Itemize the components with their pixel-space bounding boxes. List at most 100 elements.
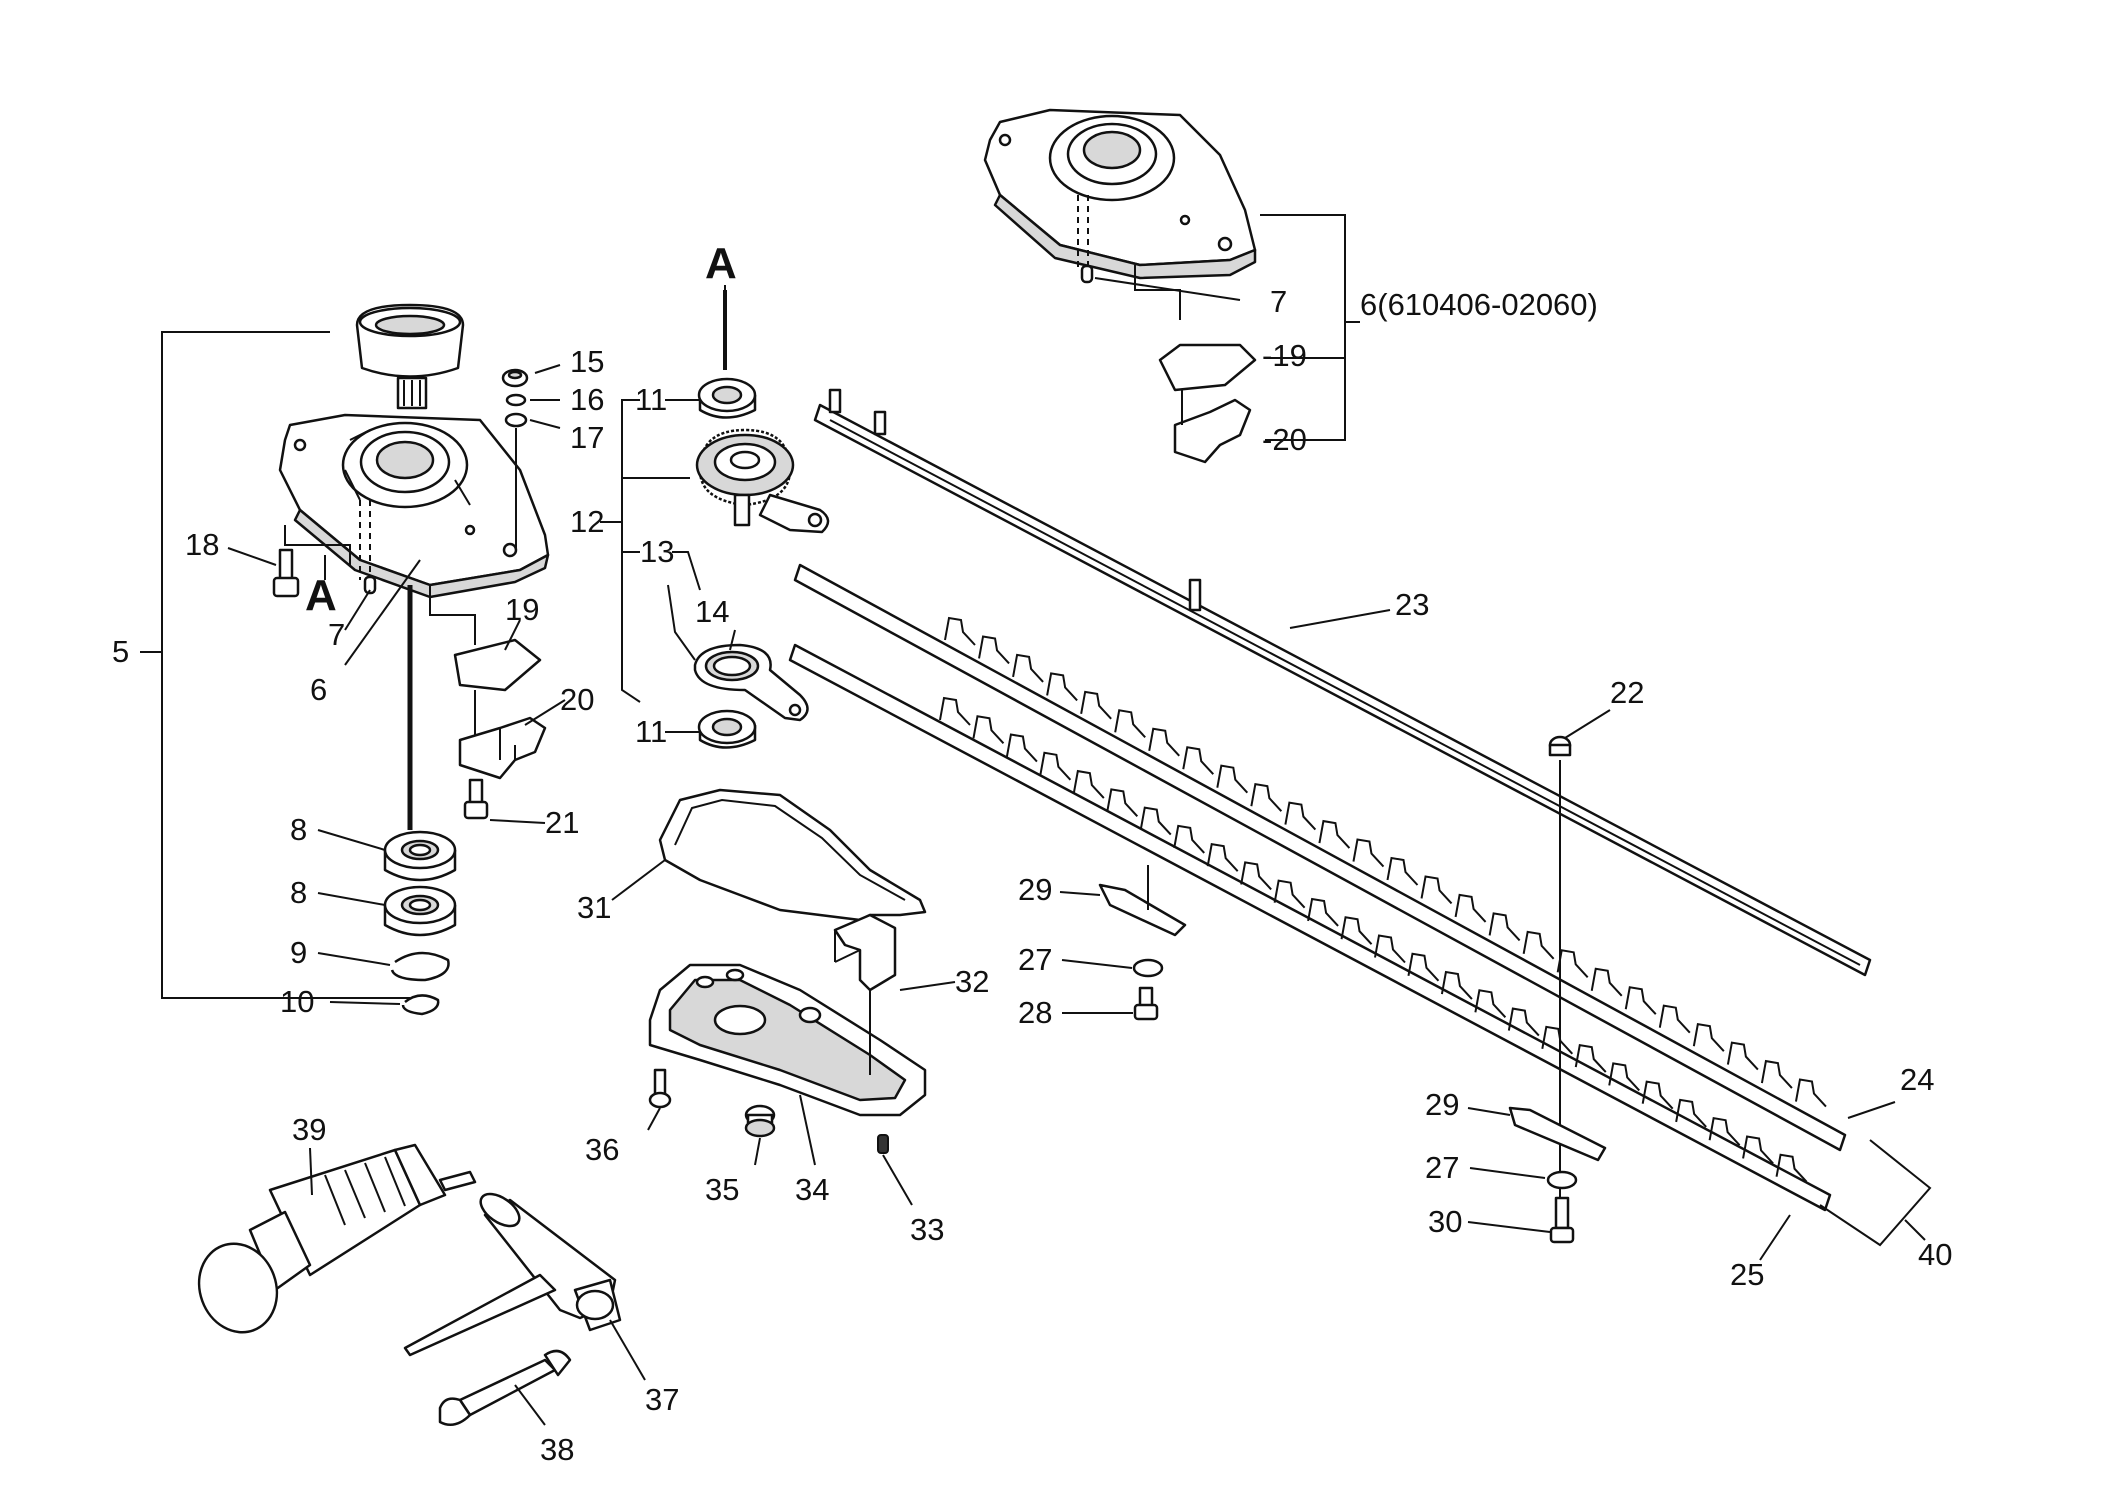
callout-17: 17 bbox=[570, 420, 604, 455]
callout-19b: -19 bbox=[1262, 338, 1307, 373]
blade-tooth bbox=[1386, 856, 1419, 886]
blade-tooth bbox=[1005, 733, 1038, 763]
blade-tooth bbox=[1675, 1098, 1707, 1128]
callout-8b: 8 bbox=[290, 875, 307, 910]
bracket-20-right bbox=[1173, 398, 1252, 464]
blade-tooth bbox=[1658, 1004, 1691, 1034]
plate-19 bbox=[453, 638, 542, 692]
callout-10: 10 bbox=[280, 984, 314, 1019]
connecting-rod-14 bbox=[693, 643, 809, 722]
callout-27a: 27 bbox=[1018, 942, 1052, 977]
callout-12: 12 bbox=[570, 504, 604, 539]
callout-38: 38 bbox=[540, 1432, 574, 1467]
washer-27b bbox=[1546, 1170, 1578, 1190]
blade-tooth bbox=[1012, 653, 1044, 683]
callout-15: 15 bbox=[570, 344, 604, 379]
callout-27b: 27 bbox=[1425, 1150, 1459, 1185]
blade-tooth bbox=[1474, 989, 1507, 1018]
blade-tooth bbox=[1541, 1025, 1574, 1055]
dowel-pin-right bbox=[1080, 264, 1094, 284]
callout-23: 23 bbox=[1395, 587, 1429, 622]
blade-tooth bbox=[1114, 709, 1146, 738]
callout-30: 30 bbox=[1428, 1204, 1462, 1239]
blade-tooth bbox=[1760, 1059, 1793, 1089]
callout-32: 32 bbox=[955, 964, 989, 999]
screw-33 bbox=[877, 1134, 889, 1154]
blade-tooth bbox=[1522, 930, 1555, 960]
dowel-pin bbox=[363, 575, 377, 595]
blade-tooth bbox=[1106, 788, 1139, 818]
bolt-21 bbox=[463, 778, 489, 820]
blade-tooth bbox=[1488, 912, 1521, 942]
blade-tooth bbox=[1794, 1078, 1827, 1108]
blade-tooth bbox=[1182, 746, 1215, 775]
guide-29a bbox=[1098, 883, 1187, 937]
marker-a-top: A bbox=[705, 239, 737, 288]
callout-33: 33 bbox=[910, 1212, 944, 1247]
blade-tooth bbox=[1273, 879, 1306, 909]
callout-29b: 29 bbox=[1425, 1087, 1459, 1122]
blade-tooth bbox=[939, 696, 971, 726]
bolt-30 bbox=[1549, 1196, 1575, 1244]
blade-tooth bbox=[978, 635, 1010, 665]
washer-17 bbox=[504, 412, 528, 428]
callout-39: 39 bbox=[292, 1112, 326, 1147]
plug-wrench-37 bbox=[403, 1192, 622, 1357]
blade-tooth bbox=[1307, 897, 1339, 927]
nut-22 bbox=[1548, 735, 1572, 757]
marker-a-left: A bbox=[305, 571, 337, 620]
callout-24: 24 bbox=[1900, 1062, 1934, 1097]
blade-tooth bbox=[1352, 838, 1385, 868]
callout-25: 25 bbox=[1730, 1257, 1764, 1292]
callout-18: 18 bbox=[185, 527, 219, 562]
blade-tooth bbox=[1726, 1041, 1759, 1071]
circlip-9 bbox=[390, 951, 450, 982]
callout-6b: 6(610406-02060) bbox=[1360, 287, 1598, 322]
callout-20b: -20 bbox=[1262, 422, 1307, 457]
blade-tooth bbox=[1216, 764, 1249, 794]
blade-lower-25 bbox=[788, 643, 1832, 1212]
blade-tooth bbox=[1507, 1007, 1540, 1037]
lower-cover-34 bbox=[648, 963, 927, 1117]
callout-8a: 8 bbox=[290, 812, 307, 847]
callout-19a: 19 bbox=[505, 592, 539, 627]
bearing-8a bbox=[383, 830, 457, 882]
washer-27a bbox=[1132, 958, 1164, 978]
blade-tooth bbox=[1420, 875, 1453, 905]
callout-40: 40 bbox=[1918, 1237, 1952, 1272]
blade-cover-23 bbox=[813, 388, 1872, 977]
spanner-38 bbox=[438, 1349, 572, 1427]
callout-14: 14 bbox=[695, 594, 729, 629]
nut-15 bbox=[501, 368, 529, 388]
callout-16: 16 bbox=[570, 382, 604, 417]
callout-20a: 20 bbox=[560, 682, 594, 717]
blade-tooth bbox=[1284, 801, 1317, 831]
callout-9: 9 bbox=[290, 935, 307, 970]
blade-tooth bbox=[1240, 861, 1272, 891]
blade-tooth bbox=[1039, 751, 1072, 781]
blade-tooth bbox=[1148, 727, 1180, 757]
blade-tooth bbox=[972, 715, 1005, 744]
plate-19-right bbox=[1158, 343, 1257, 392]
blade-tooth bbox=[1407, 952, 1440, 982]
callout-7a: 7 bbox=[328, 617, 345, 652]
gasket-31 bbox=[658, 788, 927, 922]
bolt-36 bbox=[648, 1068, 672, 1109]
circlip-10 bbox=[401, 994, 440, 1016]
blade-upper-24 bbox=[793, 563, 1847, 1152]
callout-35: 35 bbox=[705, 1172, 739, 1207]
blade-tooth bbox=[1775, 1153, 1808, 1183]
callout-37: 37 bbox=[645, 1382, 679, 1417]
clutch-drum bbox=[355, 303, 465, 410]
blade-tooth bbox=[1590, 967, 1623, 997]
callout-11b: 11 bbox=[635, 714, 667, 749]
blade-tooth bbox=[1440, 970, 1473, 1000]
bracket-20 bbox=[458, 716, 547, 780]
blade-tooth bbox=[1692, 1023, 1725, 1052]
callout-22: 22 bbox=[1610, 675, 1644, 710]
washer-16 bbox=[505, 393, 527, 407]
callout-31: 31 bbox=[577, 890, 611, 925]
blade-tooth bbox=[1556, 949, 1589, 978]
blade-tooth bbox=[944, 616, 976, 646]
